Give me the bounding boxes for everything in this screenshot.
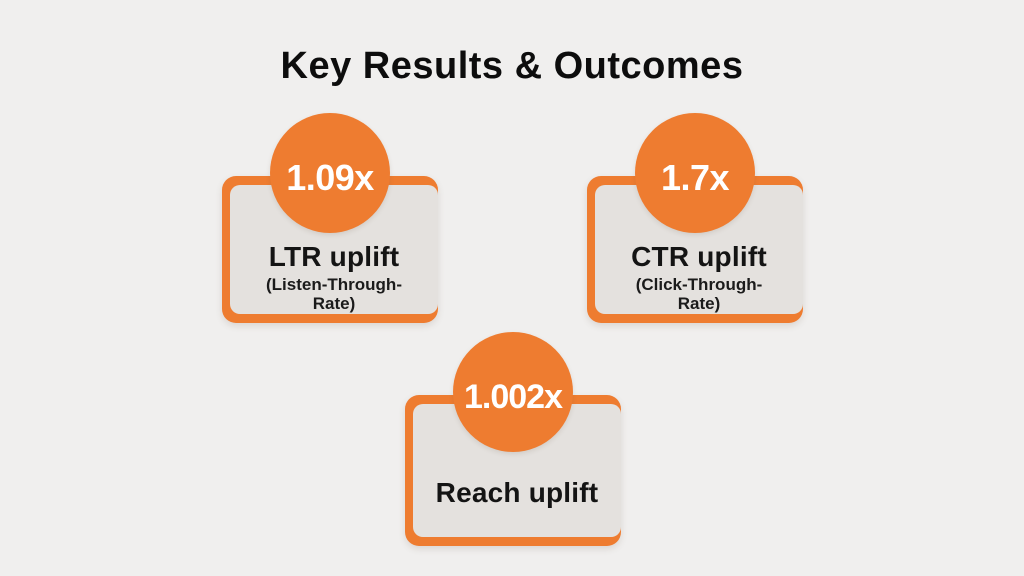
metric-sublabel-line: (Click-Through- [635, 275, 763, 294]
slide-title: Key Results & Outcomes [280, 45, 744, 87]
metric-card-body: CTR uplift (Click-Through- Rate) [595, 185, 803, 314]
metric-value: 1.7x [660, 157, 730, 198]
metric-sublabel: (Click-Through- Rate) [636, 275, 763, 313]
metric-badge-circle: 1.7x [635, 113, 755, 233]
metric-badge-circle: 1.002x [453, 332, 573, 452]
metric-sublabel-line: (Listen-Through- [266, 275, 402, 294]
metric-label: Reach uplift [435, 477, 599, 508]
metric-value: 1.09x [286, 157, 374, 198]
metric-sublabel-line: Rate) [677, 294, 721, 313]
metric-card-ctr: 1.7x CTR uplift (Click-Through- Rate) [587, 113, 803, 323]
metric-value: 1.002x [464, 377, 563, 416]
metric-badge-circle: 1.09x [270, 113, 390, 233]
metric-sublabel: (Listen-Through- Rate) [266, 275, 402, 313]
metric-label: CTR uplift [631, 241, 767, 272]
metric-card-ltr: 1.09x LTR uplift (Listen-Through- Rate) [222, 113, 438, 323]
metric-label: LTR uplift [268, 241, 400, 272]
metric-sublabel-line: Rate) [312, 294, 356, 313]
metric-card-reach: 1.002x Reach uplift [405, 332, 621, 546]
metric-card-body: Reach uplift [413, 404, 621, 537]
